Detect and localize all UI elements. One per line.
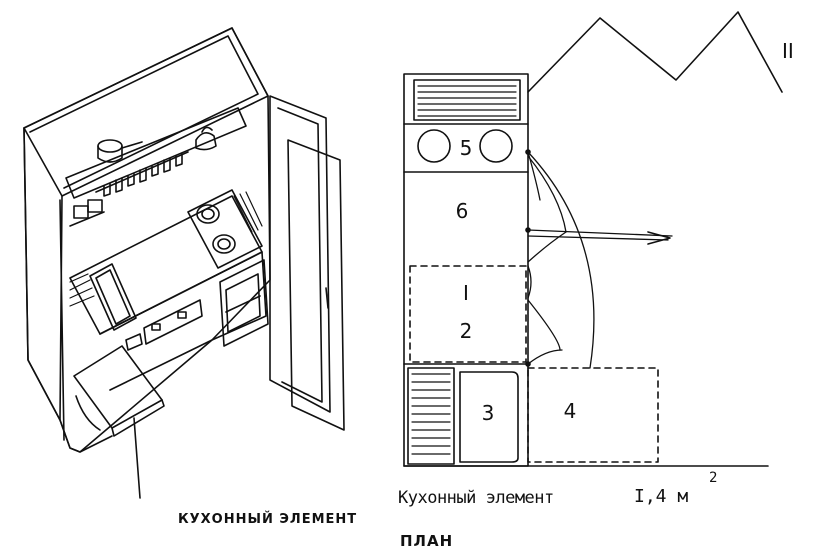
burner-icon [212, 234, 236, 254]
hob-plan [417, 129, 513, 163]
folding-doors [269, 95, 345, 431]
burner-icon [417, 129, 451, 163]
zone-label: 6 [456, 199, 469, 223]
lower-drawers [125, 299, 203, 351]
upper-shelf [65, 107, 247, 199]
element-frame [403, 73, 529, 467]
plan-caption: ПЛАН [400, 532, 454, 550]
dish-drainer [69, 273, 95, 307]
zone-1-outline [409, 265, 527, 363]
top-grille [413, 79, 521, 121]
cabinet-left-inner-edge [59, 199, 65, 441]
isometric-kitchen-unit [23, 27, 345, 499]
saucepan-icon [97, 139, 143, 163]
burner-icon [196, 204, 220, 224]
cabinet-top-panel [23, 27, 269, 197]
utensil-rail [95, 151, 189, 197]
roman-label: II [782, 39, 794, 63]
kettle-icon [195, 126, 217, 151]
zone-label: 4 [564, 399, 577, 423]
zone-4-outline [527, 367, 659, 463]
lower-cabinet-front [99, 251, 267, 391]
lower-left-door [75, 395, 101, 431]
hinge-marks [525, 149, 531, 367]
spice-drawers [69, 199, 105, 227]
opening-arrow-icon [647, 231, 671, 245]
door-swing-arcs [527, 151, 673, 369]
zone-label: 5 [460, 136, 473, 160]
table-leg [133, 417, 141, 499]
bottom-grille [407, 367, 455, 465]
sink [89, 263, 137, 331]
cabinet-inner-top-edge [29, 35, 259, 189]
sink-plan [459, 371, 519, 463]
element-label: Кухонный элемент [398, 488, 554, 508]
zigzag-wall [527, 11, 783, 93]
fold-out-table [73, 345, 165, 499]
countertop [69, 195, 263, 335]
zone-label: 3 [482, 401, 495, 425]
element-area: I,4 м [634, 486, 689, 507]
element-area-exponent: 2 [709, 470, 718, 486]
oven [219, 259, 269, 347]
zone-label: I [463, 281, 469, 305]
door-handle [325, 287, 329, 309]
hob [187, 189, 263, 269]
floor-plan [403, 11, 783, 467]
burner-icon [479, 129, 513, 163]
cabinet-left-side [23, 127, 63, 421]
isometric-caption: КУХОННЫЙ ЭЛЕМЕНТ [178, 512, 358, 527]
plinth [59, 419, 113, 453]
zone-label: 2 [460, 319, 473, 343]
